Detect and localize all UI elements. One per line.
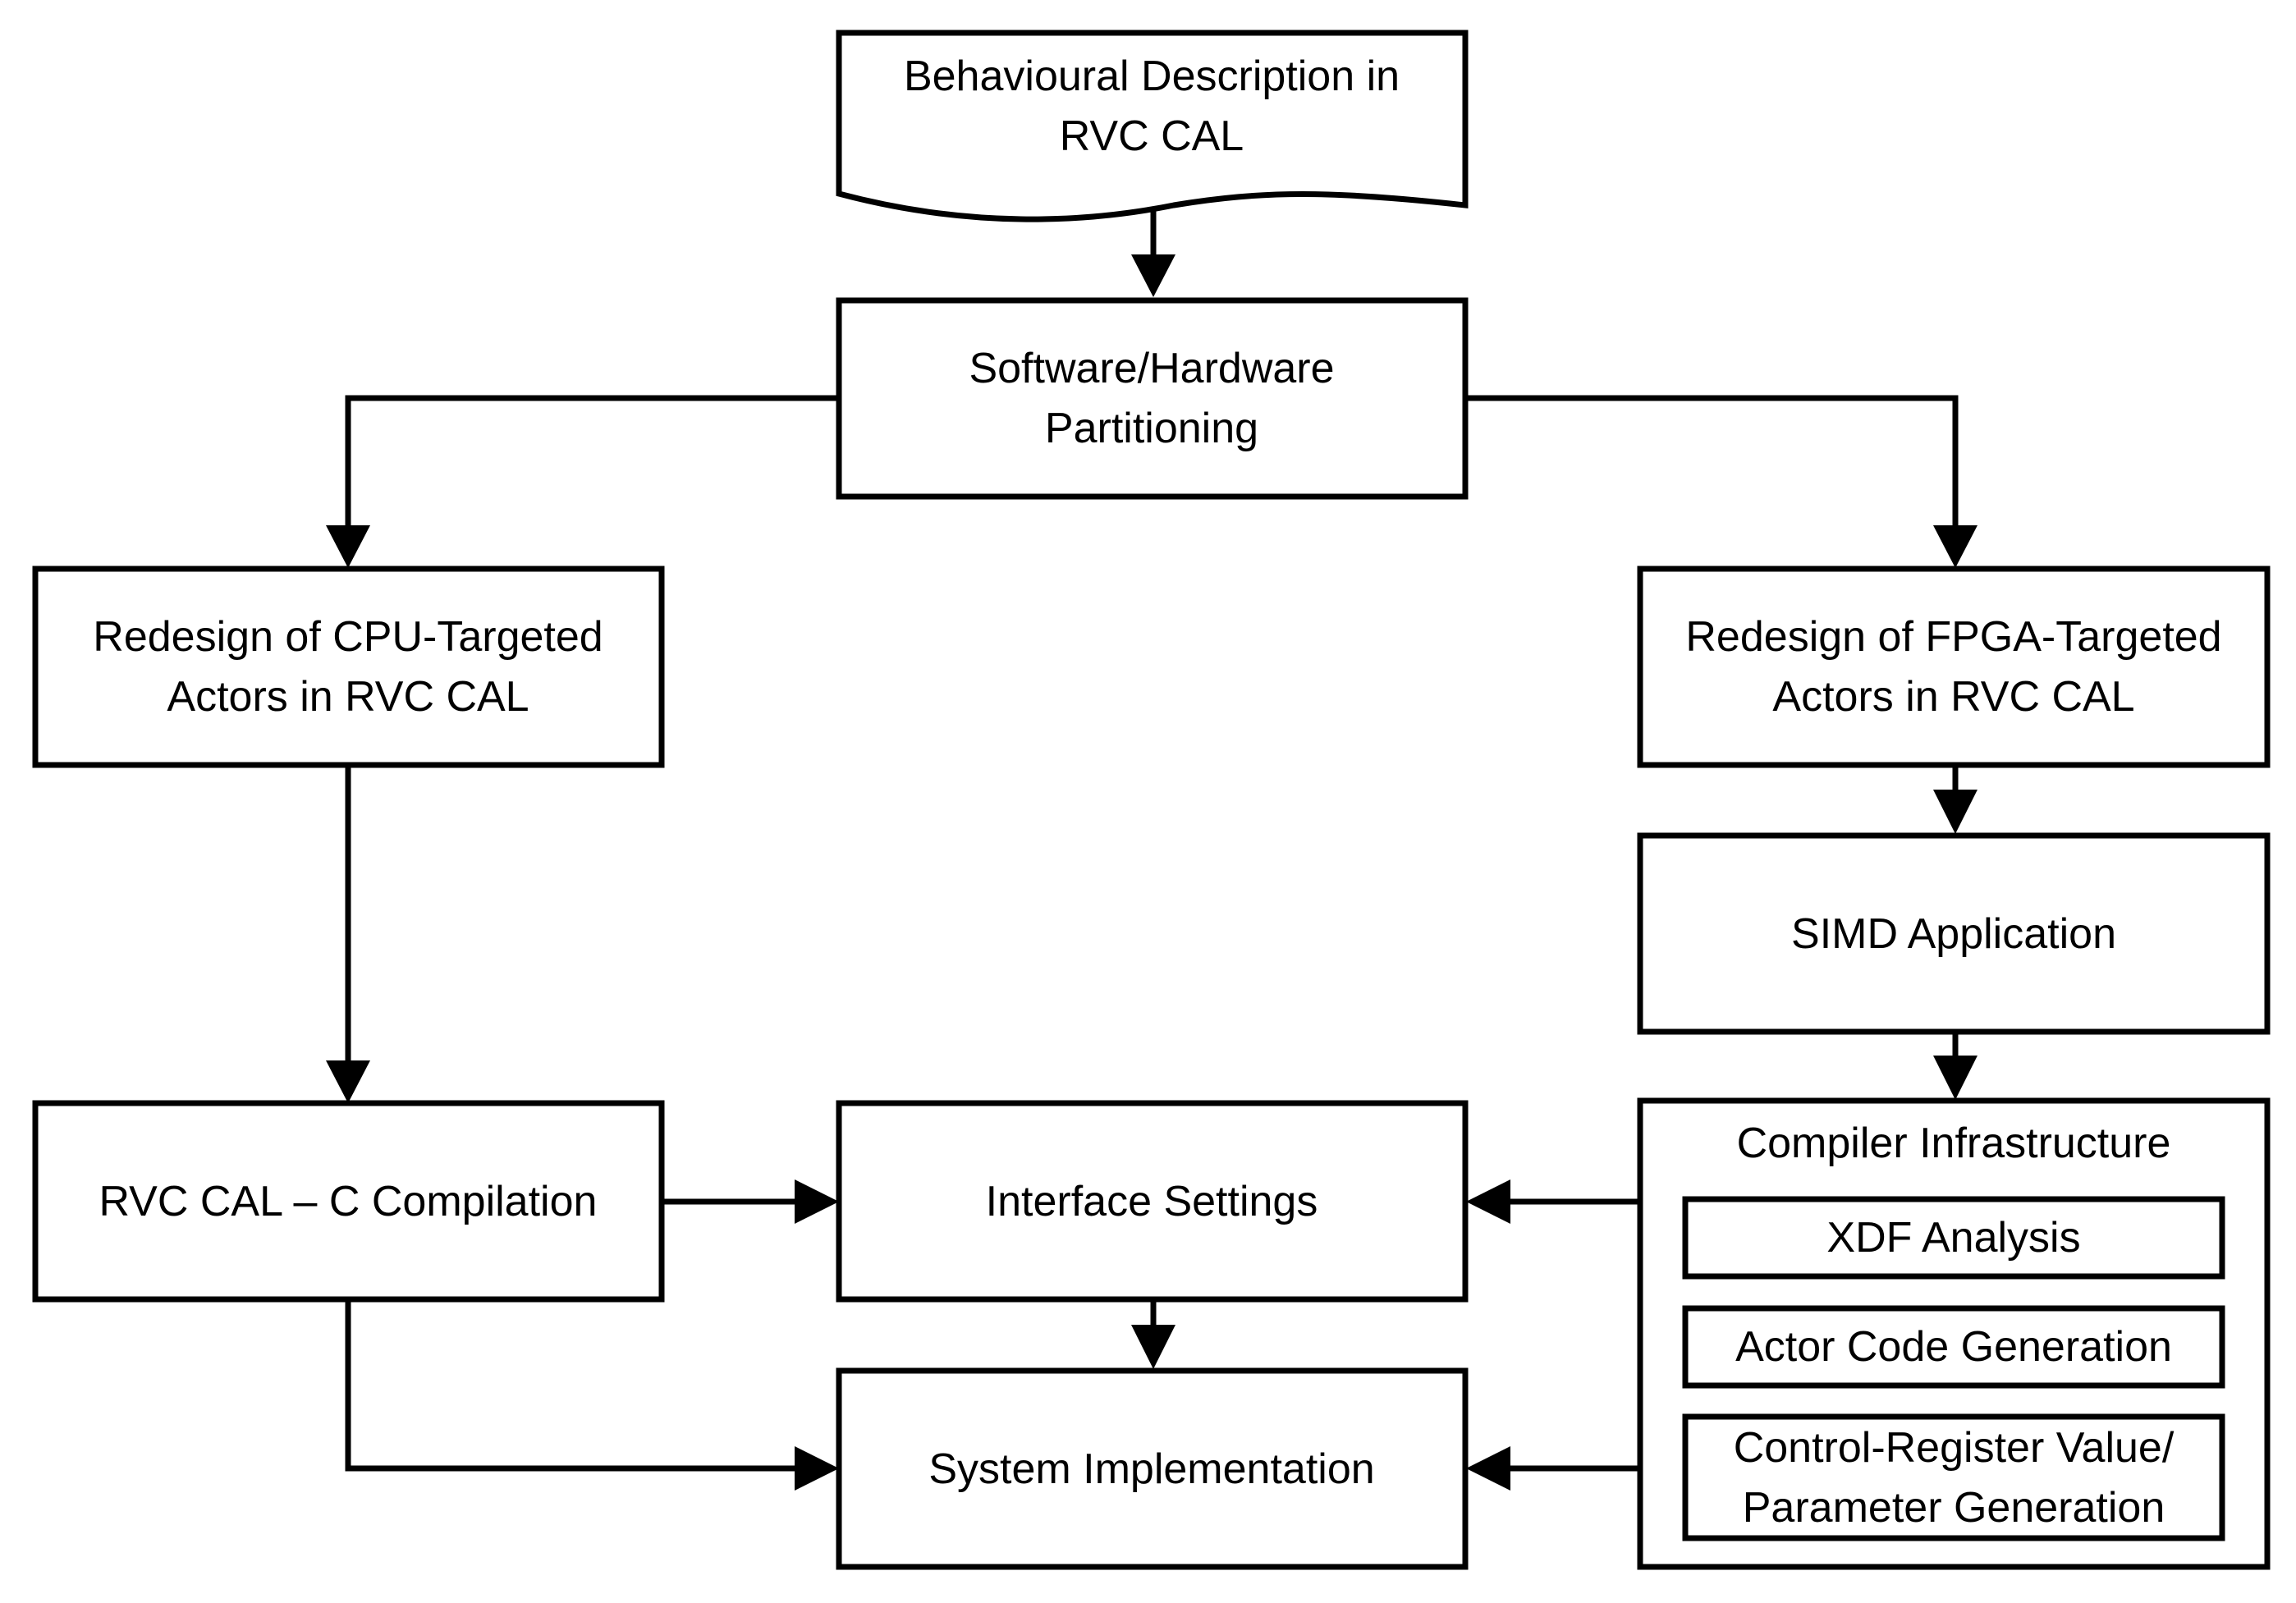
control-register-line-2: Parameter Generation: [1743, 1484, 2165, 1532]
arrowhead-compiler-to-system: [1466, 1446, 1510, 1491]
arrowhead-cpu-to-compilation: [326, 1060, 370, 1103]
arrow-partitioning-to-cpu: [345, 395, 839, 525]
node-cpu-redesign: Redesign of CPU-Targeted Actors in RVC C…: [32, 566, 665, 768]
node-fpga-redesign: Redesign of FPGA-Targeted Actors in RVC …: [1637, 566, 2271, 768]
node-simd: SIMD Application: [1637, 832, 2271, 1035]
control-register-box: [1682, 1413, 2225, 1541]
arrowhead-partitioning-to-cpu: [326, 525, 370, 568]
rvc-compilation-label: RVC CAL – C Compilation: [99, 1178, 598, 1225]
arrowhead-fpga-to-simd: [1933, 790, 1977, 834]
cpu-redesign-box: [32, 566, 665, 768]
arrow-compilation-to-system: [345, 1299, 796, 1472]
connectors: [326, 205, 1977, 1491]
simd-label: SIMD Application: [1791, 910, 2116, 958]
arrowhead-interface-to-system: [1131, 1325, 1175, 1369]
interface-label: Interface Settings: [986, 1178, 1318, 1225]
system-box: [836, 1367, 1469, 1570]
partitioning-box: [836, 297, 1469, 500]
arrowhead-compilation-to-interface: [795, 1179, 839, 1224]
simd-box: [1637, 832, 2271, 1035]
arrowhead-compilation-to-system: [795, 1446, 839, 1491]
actor-code-box: [1682, 1305, 2225, 1389]
fpga-redesign-line-1: Redesign of FPGA-Targeted: [1685, 613, 2221, 661]
compiler-title: Compiler Infrastructure: [1737, 1120, 2171, 1167]
document-shape: [836, 30, 1469, 222]
behavioural-line-1: Behavioural Description in: [904, 53, 1400, 100]
xdf-analysis-label: XDF Analysis: [1826, 1214, 2080, 1262]
node-behavioural-description: Behavioural Description in RVC CAL: [836, 30, 1469, 222]
interface-box: [836, 1100, 1469, 1303]
node-system-implementation: System Implementation: [836, 1367, 1469, 1570]
behavioural-line-2: RVC CAL: [1060, 112, 1244, 160]
system-label: System Implementation: [928, 1445, 1374, 1493]
xdf-analysis-box: [1682, 1196, 2225, 1280]
cpu-redesign-line-2: Actors in RVC CAL: [167, 673, 529, 721]
node-compiler-infrastructure: Compiler Infrastructure XDF Analysis Act…: [1637, 1097, 2271, 1570]
arrowhead-compiler-to-interface: [1466, 1179, 1510, 1224]
node-rvc-compilation: RVC CAL – C Compilation: [32, 1100, 665, 1303]
actor-code-label: Actor Code Generation: [1735, 1323, 2172, 1371]
arrowhead-partitioning-to-fpga: [1933, 525, 1977, 568]
arrow-partitioning-to-fpga: [1465, 395, 1959, 525]
partitioning-line-2: Partitioning: [1045, 405, 1258, 452]
fpga-redesign-line-2: Actors in RVC CAL: [1772, 673, 2134, 721]
partitioning-line-1: Software/Hardware: [969, 345, 1334, 392]
control-register-line-1: Control-Register Value/: [1734, 1424, 2175, 1472]
rvc-compilation-box: [32, 1100, 665, 1303]
arrowhead-doc-to-partitioning: [1131, 254, 1175, 297]
node-interface-settings: Interface Settings: [836, 1100, 1469, 1303]
fpga-redesign-box: [1637, 566, 2271, 768]
node-partitioning: Software/Hardware Partitioning: [836, 297, 1469, 500]
arrowhead-simd-to-compiler: [1933, 1056, 1977, 1100]
cpu-redesign-line-1: Redesign of CPU-Targeted: [93, 613, 603, 661]
